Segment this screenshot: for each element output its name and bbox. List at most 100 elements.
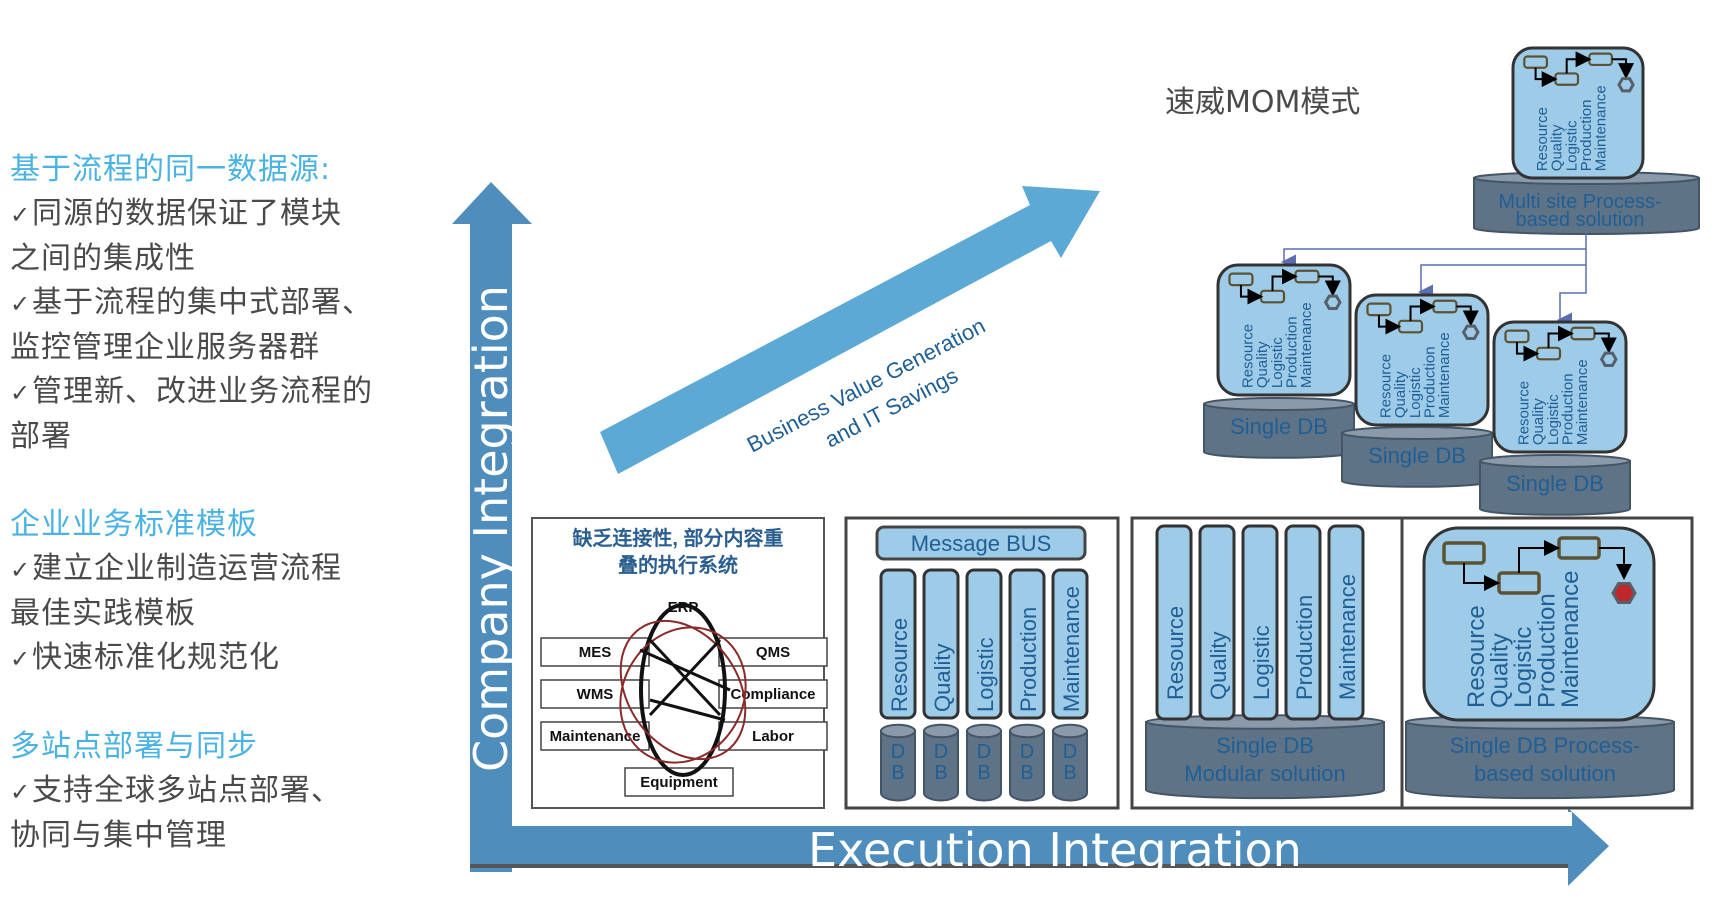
module-label: Production	[1560, 373, 1577, 445]
system-box-label: WMS	[577, 686, 614, 703]
svg-text:D: D	[1063, 741, 1077, 763]
svg-text:B: B	[934, 762, 947, 784]
module-label: Resource	[1377, 354, 1394, 418]
multisite-solution: ResourceQualityLogisticProductionMainten…	[1203, 46, 1700, 516]
module-label: Production	[1578, 99, 1595, 171]
system-box-label: MES	[579, 644, 612, 661]
site-connectors	[1281, 233, 1587, 328]
module-label: Maintenance	[1335, 574, 1360, 700]
module-label: Quality	[930, 644, 955, 712]
module-resource	[1155, 524, 1193, 721]
bullet-continuation: 部署	[10, 419, 72, 454]
multisite-db-line2: based solution	[1516, 209, 1645, 231]
section-title-process-datasource: 基于流程的同一数据源:	[10, 152, 332, 187]
svg-text:B: B	[891, 762, 904, 784]
svg-text:D: D	[977, 741, 991, 763]
system-box-label: Maintenance	[550, 728, 641, 745]
module-production	[1284, 524, 1322, 721]
company-integration-axis: Company Integration	[452, 182, 532, 872]
module-label: Resource	[1534, 107, 1551, 171]
module-label: Resource	[887, 618, 912, 712]
module-label: Production	[1534, 593, 1561, 708]
message-bus-label: Message BUS	[911, 531, 1052, 556]
site-3: ResourceQualityLogisticProductionMainten…	[1479, 320, 1631, 516]
bullet-text: 建立企业制造运营流程	[32, 551, 342, 586]
module-label: Logistic	[1249, 625, 1274, 700]
db-cylinder	[966, 730, 1002, 802]
system-box-label: Labor	[752, 728, 794, 745]
panel-single-db-process: ResourceQualityLogisticProductionMainten…	[1400, 516, 1694, 810]
module-label: Maintenance	[1593, 85, 1610, 171]
site-db-label: Single DB	[1368, 443, 1466, 468]
module-production	[1008, 568, 1046, 720]
bullet-item: ✓管理新、改进业务流程的	[10, 370, 420, 415]
module-label: Production	[1292, 595, 1317, 700]
bullet-text: 支持全球多站点部署、	[32, 773, 342, 808]
process-module	[1422, 526, 1656, 722]
svg-text:B: B	[1063, 762, 1076, 784]
system-box-label: Equipment	[640, 774, 718, 791]
module-label: Quality	[1206, 632, 1231, 700]
tangled-connections	[619, 603, 747, 777]
panel1-title-line2: 叠的执行系统	[618, 553, 738, 577]
bullet-continuation: 协同与集中管理	[10, 818, 227, 853]
panel1-title-line1: 缺乏连接性, 部分内容重	[572, 526, 783, 550]
bullet-text: 同源的数据保证了模块	[32, 196, 342, 231]
module-label: Resource	[1463, 605, 1490, 708]
message-bus-bar	[875, 525, 1087, 561]
site-db-cylinder	[1479, 460, 1631, 516]
db-cylinder	[1009, 730, 1045, 802]
system-box-mes	[540, 637, 650, 667]
module-label: Logistic	[973, 637, 998, 712]
section-title-multisite: 多站点部署与同步	[10, 729, 258, 764]
svg-text:B: B	[1020, 762, 1033, 784]
module-resource	[879, 568, 917, 720]
module-label: Quality	[1530, 398, 1547, 445]
system-box-compliance	[718, 679, 828, 709]
module-logistic	[965, 568, 1003, 720]
svg-text:D: D	[1020, 741, 1034, 763]
x-axis-arrowhead	[1568, 808, 1609, 886]
module-quality	[1198, 524, 1236, 721]
system-box-maintenance	[540, 721, 650, 751]
svg-text:B: B	[977, 762, 990, 784]
bullet-item: ✓建立企业制造运营流程	[10, 547, 420, 592]
check-icon: ✓	[10, 201, 32, 229]
y-axis-arrowhead	[452, 182, 532, 224]
bullet-continuation: 监控管理企业服务器群	[10, 330, 320, 365]
module-label: Logistic	[1269, 337, 1286, 388]
check-icon: ✓	[10, 556, 32, 584]
panel4-db-line2: based solution	[1474, 761, 1616, 786]
module-label: Quality	[1549, 124, 1566, 171]
mom-mode-title: 速威MOM模式	[1165, 85, 1361, 120]
bullet-item: ✓同源的数据保证了模块	[10, 192, 420, 237]
panel3-db-line1: Single DB	[1216, 733, 1314, 758]
panel4-db-line1: Single DB Process-	[1450, 733, 1641, 758]
module-label: Maintenance	[1298, 302, 1315, 388]
module-label: Resource	[1163, 606, 1188, 700]
single-db-cylinder	[1145, 721, 1385, 800]
y-axis-label: Company Integration	[464, 285, 518, 772]
module-label: Maintenance	[1574, 359, 1591, 445]
panel3-db-line2: Modular solution	[1184, 761, 1345, 786]
multisite-db-line1: Multi site Process-	[1498, 191, 1661, 213]
section-title-standard-template: 企业业务标准模板	[10, 507, 258, 542]
left-text-panel: 基于流程的同一数据源: ✓同源的数据保证了模块 之间的集成性 ✓基于流程的集中式…	[10, 148, 420, 858]
module-maintenance	[1327, 524, 1365, 721]
single-db-cylinder	[1405, 721, 1675, 800]
erp-label: ERP	[668, 599, 699, 616]
end-event-icon	[1617, 77, 1635, 93]
module-label: Logistic	[1407, 367, 1424, 418]
module-logistic	[1241, 524, 1279, 721]
check-icon: ✓	[10, 778, 32, 806]
execution-integration-axis: Execution Integration	[470, 808, 1609, 886]
bullet-text: 管理新、改进业务流程的	[32, 374, 373, 409]
module-label: Logistic	[1510, 627, 1537, 708]
module-label: Quality	[1487, 633, 1514, 708]
module-quality	[922, 568, 960, 720]
site-db-label: Single DB	[1506, 471, 1604, 496]
check-icon: ✓	[10, 290, 32, 318]
bullet-item: ✓支持全球多站点部署、	[10, 769, 420, 814]
